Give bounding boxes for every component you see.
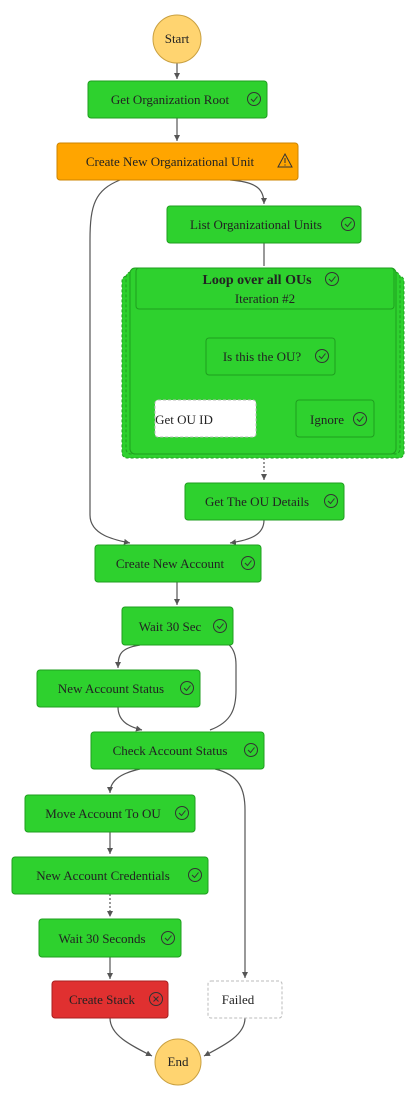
loop-title: Loop over all OUs xyxy=(202,273,312,288)
loop-iteration-label: Iteration #2 xyxy=(235,291,295,306)
edge-check-status-loop-back-to-wait xyxy=(209,637,237,731)
state-label: Check Account Status xyxy=(113,743,228,758)
loop-header[interactable] xyxy=(135,267,395,310)
state-label: Get Organization Root xyxy=(111,92,230,107)
check-circle-icon xyxy=(353,412,367,426)
state-wait-30-sec[interactable]: Wait 30 Sec xyxy=(121,606,234,646)
check-circle-icon xyxy=(247,92,261,106)
state-is-this-the-ou[interactable]: Is this the OU? xyxy=(205,337,336,376)
state-get-the-ou-details[interactable]: Get The OU Details xyxy=(184,482,345,521)
check-circle-icon xyxy=(188,868,202,882)
edge-get-ou-details-to-create-account xyxy=(229,519,265,546)
state-label: Is this the OU? xyxy=(223,349,302,364)
edge-failed-to-end xyxy=(203,1017,246,1057)
state-get-organization-root[interactable]: Get Organization Root xyxy=(87,80,268,119)
state-label: Failed xyxy=(222,992,255,1007)
state-label: List Organizational Units xyxy=(190,217,322,232)
state-get-ou-id[interactable]: Get OU ID xyxy=(154,399,257,438)
state-label: Get OU ID xyxy=(155,412,213,427)
state-check-account-status[interactable]: Check Account Status xyxy=(90,731,265,770)
state-label: New Account Credentials xyxy=(36,868,170,883)
check-circle-icon xyxy=(161,931,175,945)
check-circle-icon xyxy=(175,806,189,820)
check-circle-icon xyxy=(244,743,258,757)
state-label: Wait 30 Seconds xyxy=(58,931,145,946)
check-circle-icon xyxy=(315,349,329,363)
edge-create-ou-to-list-ous xyxy=(229,179,267,205)
state-new-account-status[interactable]: New Account Status xyxy=(36,669,201,708)
state-label: Move Account To OU xyxy=(45,806,161,821)
state-label: Ignore xyxy=(310,412,344,427)
edge-new-account-status-to-check-status xyxy=(117,706,143,732)
state-new-account-credentials[interactable]: New Account Credentials xyxy=(11,856,209,895)
state-ignore[interactable]: Ignore xyxy=(295,399,375,438)
state-label: Get The OU Details xyxy=(205,494,309,509)
x-circle-icon xyxy=(149,992,163,1006)
edge-wait-30-sec-to-new-account-status xyxy=(115,644,141,669)
state-move-account-to-ou[interactable]: Move Account To OU xyxy=(24,794,196,833)
end-node[interactable]: End xyxy=(154,1038,202,1086)
check-circle-icon xyxy=(341,217,355,231)
state-wait-30-seconds[interactable]: Wait 30 Seconds xyxy=(38,918,182,958)
check-circle-icon xyxy=(325,272,339,286)
state-label: New Account Status xyxy=(58,681,164,696)
state-label: Wait 30 Sec xyxy=(139,619,202,634)
edge-check-status-to-move-account xyxy=(107,768,141,794)
state-create-new-account[interactable]: Create New Account xyxy=(94,544,262,583)
edge-create-stack-to-end xyxy=(109,1017,153,1057)
check-circle-icon xyxy=(241,556,255,570)
check-circle-icon xyxy=(324,494,338,508)
check-circle-icon xyxy=(213,619,227,633)
state-label: Create Stack xyxy=(69,992,136,1007)
state-create-stack[interactable]: Create Stack xyxy=(51,980,169,1019)
end-label: End xyxy=(168,1054,189,1069)
edge-check-status-to-failed xyxy=(214,768,248,978)
start-label: Start xyxy=(165,31,190,46)
start-node[interactable]: Start xyxy=(152,14,202,64)
state-create-new-organizational-unit[interactable]: Create New Organizational Unit xyxy=(56,142,299,181)
state-failed[interactable]: Failed xyxy=(207,980,283,1019)
edge-create-ou-to-create-account xyxy=(89,179,131,545)
check-circle-icon xyxy=(180,681,194,695)
state-label: Create New Organizational Unit xyxy=(86,154,255,169)
state-list-organizational-units[interactable]: List Organizational Units xyxy=(166,205,362,244)
state-label: Create New Account xyxy=(116,556,225,571)
warning-triangle-icon xyxy=(277,152,293,168)
